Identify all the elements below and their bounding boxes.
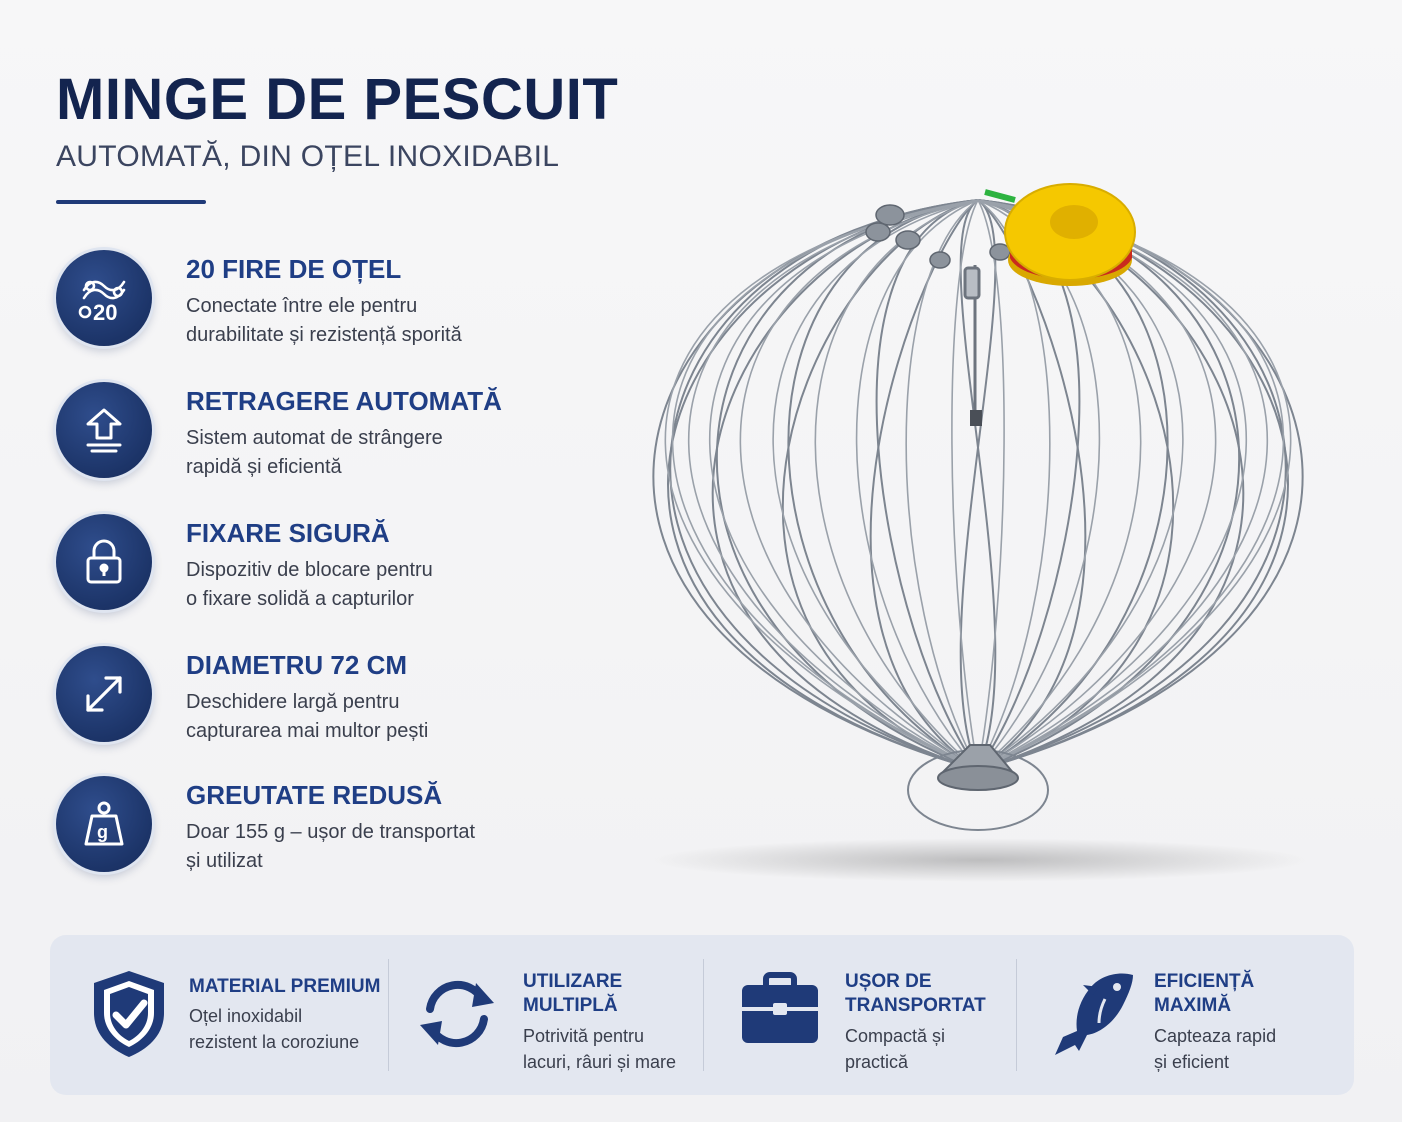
wire-strand xyxy=(977,199,1051,771)
wire-strand xyxy=(781,199,979,771)
wire-strand xyxy=(687,199,979,771)
expand-diagonal-icon xyxy=(56,646,152,742)
fish-icon xyxy=(1055,973,1133,1055)
wire-strand xyxy=(905,199,979,771)
divider xyxy=(388,959,389,1071)
feature-title: DIAMETRU 72 CM xyxy=(186,650,408,680)
wire-strand xyxy=(977,199,1292,771)
divider xyxy=(1016,959,1017,1071)
feature-steel-wires: 20 20 FIRE DE OȚEL Conectate între ele p… xyxy=(56,250,536,350)
wire-strand xyxy=(664,199,979,771)
shield-check-icon xyxy=(94,971,164,1057)
divider xyxy=(703,959,704,1071)
feature-weight: g GREUTATE REDUSĂ Doar 155 g – ușor de t… xyxy=(56,776,536,876)
wire-strand xyxy=(875,199,979,771)
upload-arrow-icon xyxy=(56,382,152,478)
weight-icon: g xyxy=(56,776,152,872)
svg-text:20: 20 xyxy=(93,300,117,325)
wire-strand xyxy=(772,199,979,771)
wire-strand xyxy=(977,199,1285,771)
fishing-ball-image xyxy=(650,183,1310,882)
wire-strand xyxy=(708,199,979,771)
wire-strand xyxy=(977,199,1005,771)
feature-title: GREUTATE REDUSĂ xyxy=(186,780,443,810)
wire-strand xyxy=(711,199,979,771)
wire-strand xyxy=(669,199,979,771)
briefcase-icon xyxy=(742,972,818,1043)
sinker-weights xyxy=(865,204,1011,269)
wire-strand xyxy=(977,199,1287,771)
svg-text:g: g xyxy=(97,822,108,842)
wire-strand xyxy=(814,199,979,771)
wire-strand xyxy=(959,199,997,771)
title-underline xyxy=(56,200,206,204)
wire-20-icon: 20 xyxy=(56,250,152,346)
feature-title: 20 FIRE DE OȚEL xyxy=(186,254,402,284)
wire-strand xyxy=(739,199,979,771)
ball-shadow xyxy=(650,838,1310,882)
benefit-title: MATERIAL PREMIUM xyxy=(189,976,381,997)
wire-strand xyxy=(787,199,979,771)
bottom-hub xyxy=(937,744,1019,791)
wire-strand xyxy=(671,199,979,771)
refresh-icon xyxy=(420,980,494,1048)
padlock-icon xyxy=(56,514,152,610)
wire-strand xyxy=(855,199,979,771)
lock-clip xyxy=(963,265,982,426)
feature-title: RETRAGERE AUTOMATĂ xyxy=(186,386,502,416)
reel-spool xyxy=(984,183,1136,286)
page-subtitle: AUTOMATĂ, DIN OȚEL INOXIDABIL xyxy=(56,140,560,173)
page-title: MINGE DE PESCUIT xyxy=(56,67,619,132)
feature-auto-retract: RETRAGERE AUTOMATĂ Sistem automat de str… xyxy=(56,382,536,482)
wire-strand xyxy=(869,199,979,771)
feature-secure-lock: FIXARE SIGURĂ Dispozitiv de blocare pent… xyxy=(56,514,536,614)
wire-strand xyxy=(652,199,979,771)
wire-strand xyxy=(977,199,1245,771)
wire-strand xyxy=(977,199,1304,771)
feature-title: FIXARE SIGURĂ xyxy=(186,518,390,548)
wire-strand xyxy=(951,199,979,771)
